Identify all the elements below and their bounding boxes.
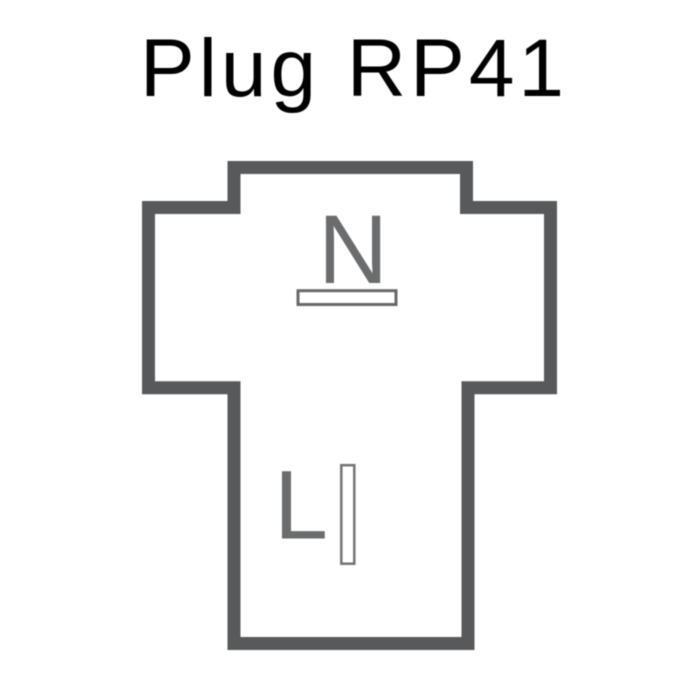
svg-text:N: N — [318, 195, 388, 304]
svg-text:L: L — [274, 451, 328, 560]
